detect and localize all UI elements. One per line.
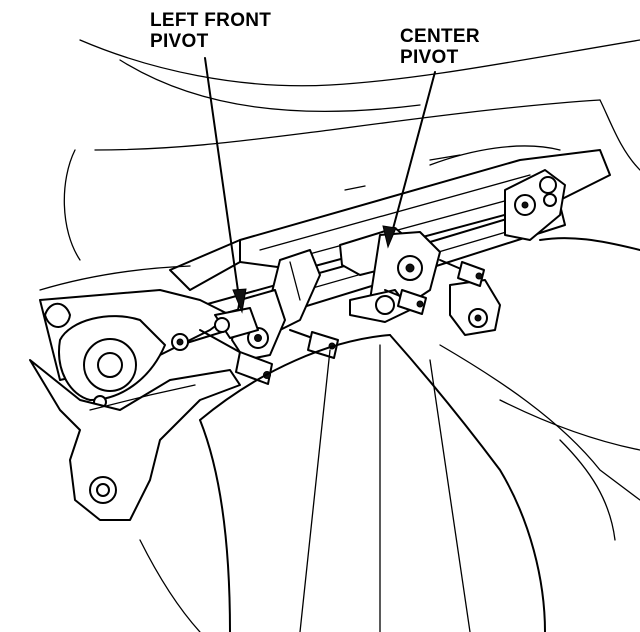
- center-pivot-label: CENTER PIVOT: [400, 26, 480, 68]
- center-pivot-leader: [389, 71, 436, 241]
- left-lower-bracket: [29, 359, 241, 521]
- upper-body-panel: [39, 39, 640, 291]
- center-pivot-label-line1: CENTER: [400, 26, 480, 47]
- cowl-top-bar: [169, 149, 611, 291]
- left-front-pivot-label-line2: PIVOT: [150, 31, 209, 52]
- right-lower-bracket: [449, 279, 501, 336]
- left-front-pivot-label: LEFT FRONT PIVOT: [150, 10, 271, 52]
- center-pivot-bolts: [384, 259, 485, 315]
- center-pivot-label-line2: PIVOT: [400, 47, 459, 68]
- left-front-pivot-assembly: [214, 249, 321, 361]
- left-front-pivot-leader: [204, 57, 241, 306]
- foreground-dash-panel: [139, 334, 640, 632]
- center-pivot-assembly: [339, 227, 441, 323]
- left-front-pivot-label-line1: LEFT FRONT: [150, 10, 272, 31]
- callout-leaders: [204, 57, 436, 314]
- right-end-bracket: [504, 169, 640, 251]
